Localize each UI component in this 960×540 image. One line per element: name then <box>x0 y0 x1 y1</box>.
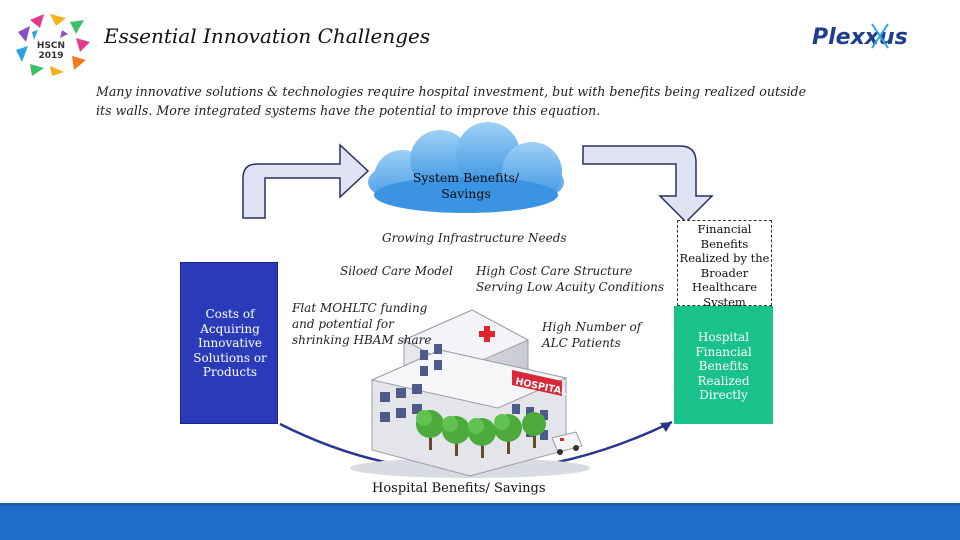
costs-box <box>180 262 278 424</box>
footer-accent-line <box>0 503 960 506</box>
costs-box-text: Costs of Acquiring Innovative Solutions … <box>193 307 267 379</box>
intro-paragraph: Many innovative solutions & technologies… <box>96 84 807 118</box>
growing-infrastructure-label: Growing Infrastructure Needs <box>382 231 567 245</box>
siloed-care-label: Siloed Care Model <box>340 264 453 278</box>
flat-funding-label: Flat MOHLTC funding and potential for sh… <box>292 301 432 347</box>
ambulance-illustration <box>551 431 583 455</box>
hscn-2019-logo: HSCN 2019 <box>16 14 90 76</box>
hospital-benefits-label: Hospital Benefits/ Savings <box>372 481 546 496</box>
svg-text:2019: 2019 <box>38 51 63 61</box>
svg-text:Plexxus: Plexxus <box>812 25 908 50</box>
left-bent-arrow <box>242 143 370 219</box>
hospital-direct-benefits-box: Hospital Financial Benefits Realized Dir… <box>674 306 773 424</box>
cloud-shape <box>368 122 564 213</box>
right-bent-arrow <box>582 145 714 224</box>
slide-title: Essential Innovation Challenges <box>104 24 431 48</box>
alc-patients-label: High Number of ALC Patients <box>542 320 642 350</box>
cloud-label: System Benefits/ Savings <box>412 170 520 201</box>
svg-text:HSCN: HSCN <box>37 41 65 51</box>
footer-bar <box>0 503 960 540</box>
high-cost-structure-label: High Cost Care Structure Serving Low Acu… <box>476 264 664 294</box>
plexxus-logo: Plexxus <box>812 23 908 50</box>
hospital-building-illustration: HOSPITAL <box>350 309 590 478</box>
financial-system-box: Financial Benefits Realized by the Broad… <box>677 220 772 309</box>
